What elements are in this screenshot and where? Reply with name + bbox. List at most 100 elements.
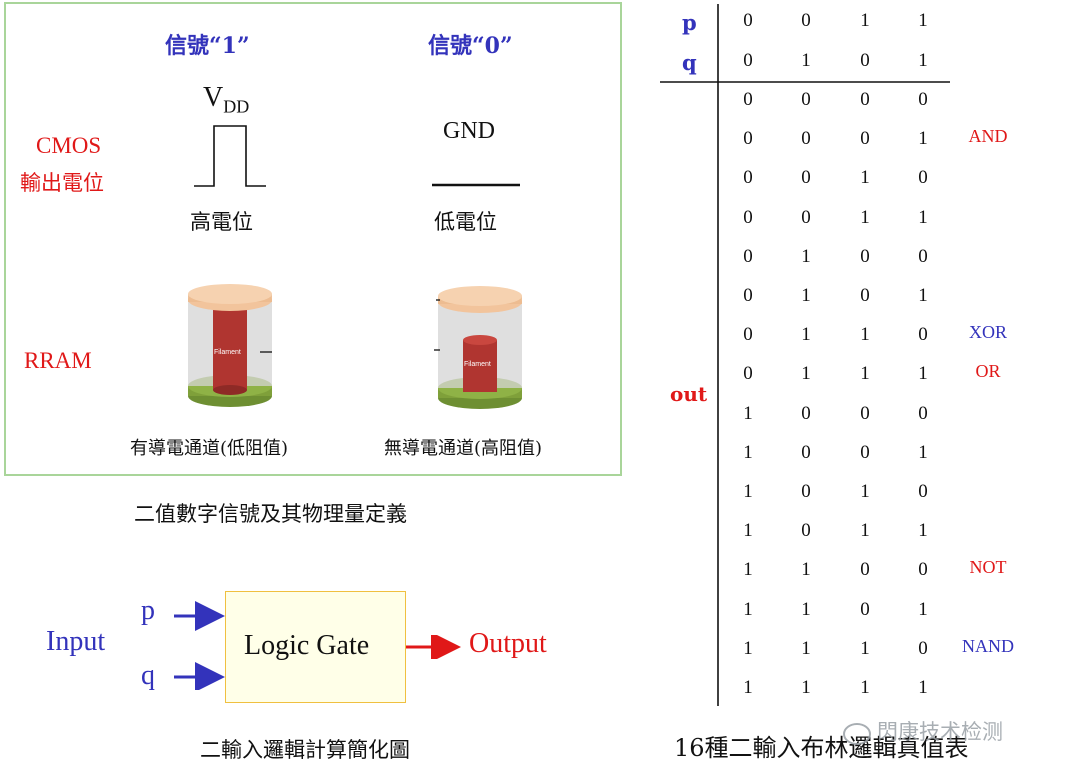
truth-table-cell: 0 — [743, 246, 753, 267]
high-level-label: 高電位 — [190, 210, 253, 234]
truth-table-cell: 0 — [918, 559, 928, 580]
logic-gate-box — [225, 591, 406, 703]
gate-name-label: XOR — [968, 322, 1007, 342]
output-arrow — [406, 635, 461, 659]
rram-label: RRAM — [24, 348, 92, 373]
rram-off-device: Filament — [434, 286, 522, 409]
truth-table-cell: 1 — [860, 677, 870, 698]
truth-table-cell: 1 — [918, 520, 928, 541]
truth-table-cell: 1 — [801, 638, 811, 659]
truth-table-cell: 1 — [743, 481, 753, 502]
truth-table-cell: 1 — [801, 599, 811, 620]
truth-table-cell: 1 — [918, 285, 928, 306]
truth-table-cell: 0 — [918, 403, 928, 424]
truth-table-cell: 0 — [918, 324, 928, 345]
p-value-cell: 0 — [743, 10, 753, 31]
signal-high-label: 信號“1” — [165, 33, 250, 59]
q-value-cell: 0 — [860, 50, 870, 71]
truth-table-cell: 1 — [918, 363, 928, 384]
truth-table-cell: 0 — [801, 89, 811, 110]
gnd-label: GND — [443, 118, 495, 144]
truth-table-cell: 1 — [860, 207, 870, 228]
p-value-cell: 0 — [801, 10, 811, 31]
truth-table-cell: 0 — [801, 481, 811, 502]
truth-table-cell: 0 — [801, 167, 811, 188]
p-value-cell: 1 — [918, 10, 928, 31]
definition-caption: 二值數字信號及其物理量定義 — [134, 502, 407, 526]
p-value-cell: 1 — [860, 10, 870, 31]
truth-table-cell: 1 — [743, 442, 753, 463]
truth-table-cell: 1 — [860, 363, 870, 384]
chat-bubble-icon — [843, 722, 871, 745]
truth-table-cell: 0 — [743, 89, 753, 110]
truth-table-cell: 1 — [743, 520, 753, 541]
input-arrows — [174, 601, 225, 690]
rram-on-caption: 有導電通道(低阻值) — [130, 438, 289, 459]
truth-table-cell: 0 — [860, 285, 870, 306]
truth-table-cell: 0 — [743, 128, 753, 149]
truth-table-cell: 1 — [801, 285, 811, 306]
truth-table-cell: 1 — [918, 599, 928, 620]
truth-table-cell: 0 — [743, 363, 753, 384]
out-header: out — [670, 382, 708, 406]
truth-table-cell: 1 — [801, 559, 811, 580]
truth-table-cell: 0 — [918, 246, 928, 267]
truth-table-cell: 1 — [860, 638, 870, 659]
input-label: Input — [46, 626, 106, 657]
truth-table-cell: 0 — [743, 207, 753, 228]
truth-table-cell: 0 — [918, 167, 928, 188]
vdd-label: VDD — [203, 82, 250, 117]
logic-gate-label: Logic Gate — [244, 630, 370, 661]
truth-table-caption: 16種二輸入布林邏輯真值表 — [674, 734, 969, 762]
truth-table-cell: 1 — [860, 520, 870, 541]
truth-table-cell: 1 — [860, 481, 870, 502]
truth-table-cell: 0 — [801, 520, 811, 541]
truth-table-cell: 1 — [743, 559, 753, 580]
watermark: 閃康技术检测 — [843, 716, 1003, 746]
truth-table-cell: 0 — [860, 89, 870, 110]
cmos-output-level-label: 輸出電位 — [20, 171, 104, 195]
filament-label-off: Filament — [464, 361, 491, 368]
low-level-line — [432, 183, 520, 187]
truth-table-cell: 1 — [801, 363, 811, 384]
input-p-label: p — [141, 595, 155, 626]
truth-table-cell: 1 — [801, 324, 811, 345]
truth-table-cell: 0 — [743, 167, 753, 188]
truth-table-cell: 0 — [743, 324, 753, 345]
truth-table-cell: 1 — [743, 599, 753, 620]
truth-table-cell: 0 — [918, 638, 928, 659]
truth-table-cell: 0 — [918, 481, 928, 502]
truth-table-cell: 0 — [918, 89, 928, 110]
truth-table-cell: 1 — [918, 207, 928, 228]
truth-table-cell: 1 — [743, 638, 753, 659]
truth-table-cell: 1 — [918, 128, 928, 149]
truth-table-cell: 1 — [801, 677, 811, 698]
truth-table-cell: 0 — [860, 442, 870, 463]
truth-table-cell: 1 — [918, 442, 928, 463]
truth-table-cell: 0 — [860, 403, 870, 424]
q-value-cell: 1 — [918, 50, 928, 71]
truth-table-lines — [660, 4, 950, 706]
truth-table-cell: 0 — [860, 559, 870, 580]
truth-table-cell: 0 — [860, 128, 870, 149]
definition-panel — [4, 2, 622, 476]
p-header: p — [682, 10, 697, 35]
input-q-label: q — [141, 660, 155, 691]
truth-table-cell: 1 — [743, 677, 753, 698]
truth-table-cell: 0 — [743, 285, 753, 306]
truth-table-cell: 0 — [801, 128, 811, 149]
truth-table-cell: 0 — [860, 599, 870, 620]
low-level-label: 低電位 — [434, 210, 497, 234]
filament-label-on: Filament — [214, 349, 241, 356]
truth-table-cell: 0 — [801, 207, 811, 228]
gate-caption: 二輸入邏輯計算簡化圖 — [200, 738, 410, 762]
truth-table-cell: 0 — [860, 246, 870, 267]
truth-table-cell: 1 — [801, 246, 811, 267]
q-value-cell: 1 — [801, 50, 811, 71]
q-header: q — [682, 50, 697, 75]
gate-name-label: NOT — [969, 557, 1007, 577]
truth-table-cell: 1 — [743, 403, 753, 424]
output-label: Output — [469, 628, 547, 659]
truth-table-cell: 1 — [860, 167, 870, 188]
high-pulse-waveform — [194, 125, 266, 187]
